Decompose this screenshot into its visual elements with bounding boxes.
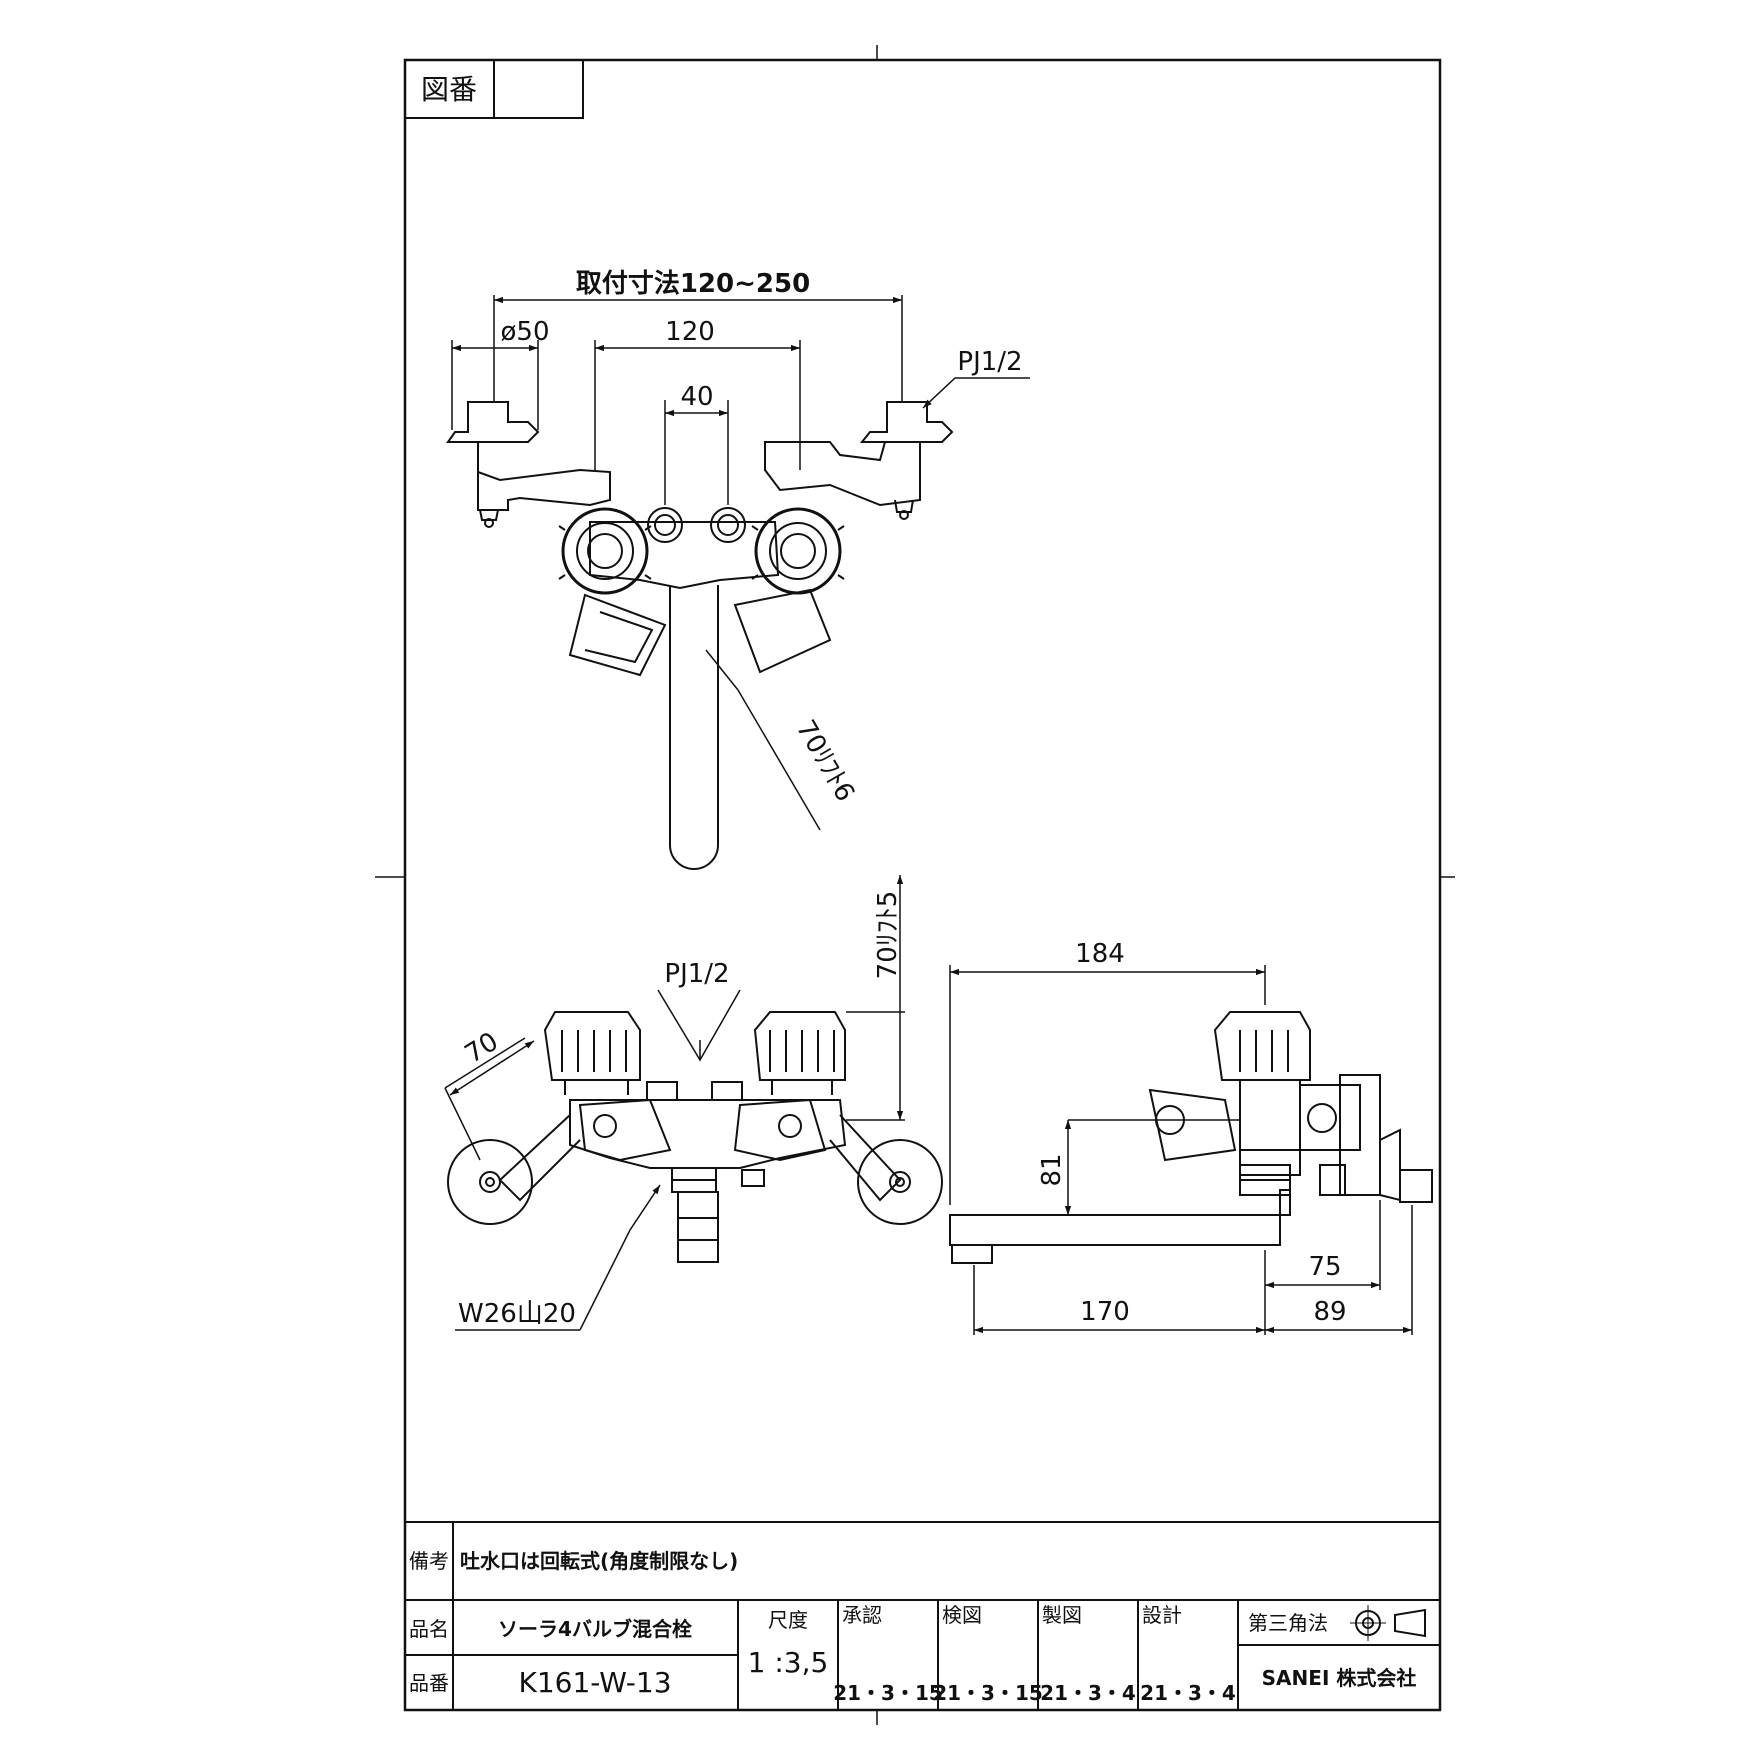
design-date: 21・3・4 bbox=[1140, 1681, 1236, 1705]
product-number-label: 品番 bbox=[409, 1671, 449, 1695]
dim-spout-top: 70ﾘﾌﾄ6 bbox=[790, 715, 860, 807]
design-label: 設計 bbox=[1142, 1603, 1182, 1627]
dim-w26: W26山20 bbox=[458, 1299, 576, 1329]
product-name: ソーラ4バルブ混合栓 bbox=[498, 1617, 692, 1641]
dim-diameter: ø50 bbox=[501, 317, 550, 347]
top-view-dimensions bbox=[451, 295, 1030, 831]
notes-label: 備考 bbox=[409, 1549, 449, 1573]
product-name-label: 品名 bbox=[409, 1617, 449, 1641]
dim-mount-range: 取付寸法120~250 bbox=[576, 269, 810, 299]
scale-label: 尺度 bbox=[768, 1608, 808, 1632]
notes-row bbox=[405, 1521, 1440, 1601]
approval-label: 承認 bbox=[842, 1603, 882, 1627]
drawing-number-label: 図番 bbox=[421, 73, 477, 106]
side-view-dimensions bbox=[949, 965, 1413, 1335]
dim-70-front: 70 bbox=[460, 1027, 504, 1070]
center-marks bbox=[375, 45, 1455, 1725]
check-label: 検図 bbox=[942, 1603, 982, 1627]
dim-120: 120 bbox=[665, 317, 715, 347]
dim-75: 75 bbox=[1308, 1252, 1341, 1282]
company-name: SANEI 株式会社 bbox=[1262, 1666, 1417, 1690]
side-view bbox=[949, 1011, 1433, 1264]
approval-date: 21・3・15 bbox=[833, 1681, 943, 1705]
drawing-frame bbox=[403, 58, 1442, 1712]
dim-pj-front: PJ1/2 bbox=[664, 959, 729, 989]
drawn-label: 製図 bbox=[1042, 1603, 1082, 1627]
drawing-number-box: 図番 bbox=[404, 59, 584, 119]
notes-text: 吐水口は回転式(角度制限なし) bbox=[460, 1549, 738, 1573]
title-block bbox=[405, 1600, 1440, 1710]
check-date: 21・3・15 bbox=[933, 1681, 1043, 1705]
projection-method: 第三角法 bbox=[1248, 1611, 1328, 1635]
top-view bbox=[446, 401, 954, 870]
front-view-dimensions bbox=[444, 875, 905, 1331]
dim-40: 40 bbox=[680, 382, 713, 412]
front-view bbox=[447, 1011, 943, 1263]
third-angle-projection-icon bbox=[1350, 1605, 1426, 1641]
dim-pj-top: PJ1/2 bbox=[957, 347, 1022, 377]
scale-value: 1 :3,5 bbox=[748, 1646, 829, 1679]
product-number: K161-W-13 bbox=[518, 1666, 671, 1699]
dim-89: 89 bbox=[1313, 1297, 1346, 1327]
dim-spout-front: 70ﾘﾌﾄ5 bbox=[873, 891, 903, 980]
dim-170: 170 bbox=[1080, 1297, 1130, 1327]
drawn-date: 21・3・4 bbox=[1040, 1681, 1136, 1705]
dim-184: 184 bbox=[1075, 939, 1125, 969]
dim-81: 81 bbox=[1037, 1153, 1067, 1186]
